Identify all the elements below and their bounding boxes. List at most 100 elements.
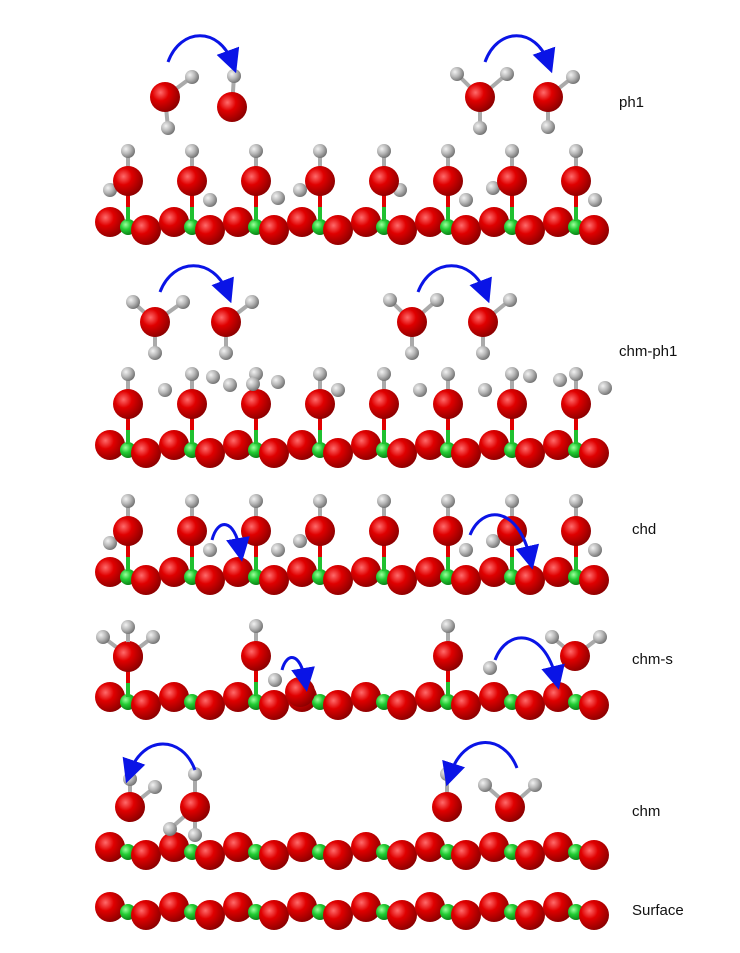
label-ph1: ph1 [619,94,645,111]
oxygen-atom [515,690,545,720]
hydrogen-atom [430,293,444,307]
oxygen-atom [113,389,143,419]
oxygen-atom [543,430,573,460]
transfer-arrow [416,264,492,304]
oxygen-atom [150,82,180,112]
hydrogen-atom [293,534,307,548]
hydrogen-atom [313,367,327,381]
oxygen-atom [579,840,609,870]
hydrogen-atom [219,346,233,360]
hydrogen-atom [103,183,117,197]
oxygen-atom [195,900,225,930]
hydrogen-atom [185,144,199,158]
oxygen-atom [259,840,289,870]
hydrogen-atom [203,543,217,557]
oxygen-atom [369,389,399,419]
hydrogen-atom [158,383,172,397]
oxygen-atom [351,832,381,862]
hydrogen-atom [249,144,263,158]
oxygen-atom [451,215,481,245]
hydrogen-atom [96,630,110,644]
oxygen-atom [223,682,253,712]
hydrogen-atom [246,377,260,391]
hydrogen-atom [249,619,263,633]
transfer-arrow [166,34,240,74]
oxygen-atom [195,690,225,720]
oxygen-atom [543,207,573,237]
oxygen-atom [131,215,161,245]
hydrogen-atom [188,767,202,781]
hydrogen-atom [176,295,190,309]
oxygen-atom [497,516,527,546]
oxygen-atom [579,900,609,930]
hydrogen-atom [483,661,497,675]
oxygen-atom [515,900,545,930]
oxygen-atom [259,565,289,595]
oxygen-atom [387,840,417,870]
oxygen-atom [223,892,253,922]
oxygen-atom [415,430,445,460]
transfer-arrow [442,741,519,787]
hydrogen-atom [223,378,237,392]
oxygen-atom [387,215,417,245]
oxygen-atom [561,389,591,419]
oxygen-atom [131,565,161,595]
oxygen-atom [287,430,317,460]
hydrogen-atom [588,543,602,557]
oxygen-atom [305,166,335,196]
oxygen-atom [195,215,225,245]
hydrogen-atom [486,181,500,195]
hydrogen-atom [293,183,307,197]
oxygen-atom [131,690,161,720]
hydrogen-atom [441,367,455,381]
hydrogen-atom [598,381,612,395]
oxygen-atom [131,438,161,468]
hydrogen-atom [185,70,199,84]
hydrogen-atom [377,144,391,158]
transfer-arrow [210,523,250,562]
oxygen-atom [543,832,573,862]
hydrogen-atom [505,367,519,381]
hydrogen-atom [163,822,177,836]
hydrogen-atom [206,370,220,384]
oxygen-atom [159,892,189,922]
hydrogen-atom [313,144,327,158]
hydrogen-atom [478,778,492,792]
label-chm-ph1: chm-ph1 [619,343,678,360]
oxygen-atom [579,215,609,245]
hydrogen-atom [146,630,160,644]
transfer-arrow [493,636,565,690]
oxygen-atom [451,900,481,930]
hydrogen-atom [569,144,583,158]
oxygen-atom [287,892,317,922]
label-chm: chm [632,803,661,820]
oxygen-atom [180,792,210,822]
oxygen-atom [351,682,381,712]
oxygen-atom [323,215,353,245]
hydrogen-atom [476,346,490,360]
hydrogen-atom [503,293,517,307]
oxygen-atom [223,557,253,587]
hydrogen-atom [541,120,555,134]
hydrogen-atom [569,494,583,508]
oxygen-atom [543,682,573,712]
oxygen-atom [465,82,495,112]
hydrogen-atom [588,193,602,207]
oxygen-atom [351,207,381,237]
hydrogen-atom [271,543,285,557]
hydrogen-atom [188,828,202,842]
hydrogen-atom [271,191,285,205]
oxygen-atom [113,516,143,546]
oxygen-atom [195,840,225,870]
hydrogen-atom [121,144,135,158]
oxygen-atom [560,641,590,671]
oxygen-atom [241,389,271,419]
hydrogen-atom [249,494,263,508]
hydrogen-atom [245,295,259,309]
transfer-arrow [468,513,540,570]
oxygen-atom [177,166,207,196]
oxygen-atom [561,516,591,546]
oxygen-atom [387,438,417,468]
oxygen-atom [543,557,573,587]
